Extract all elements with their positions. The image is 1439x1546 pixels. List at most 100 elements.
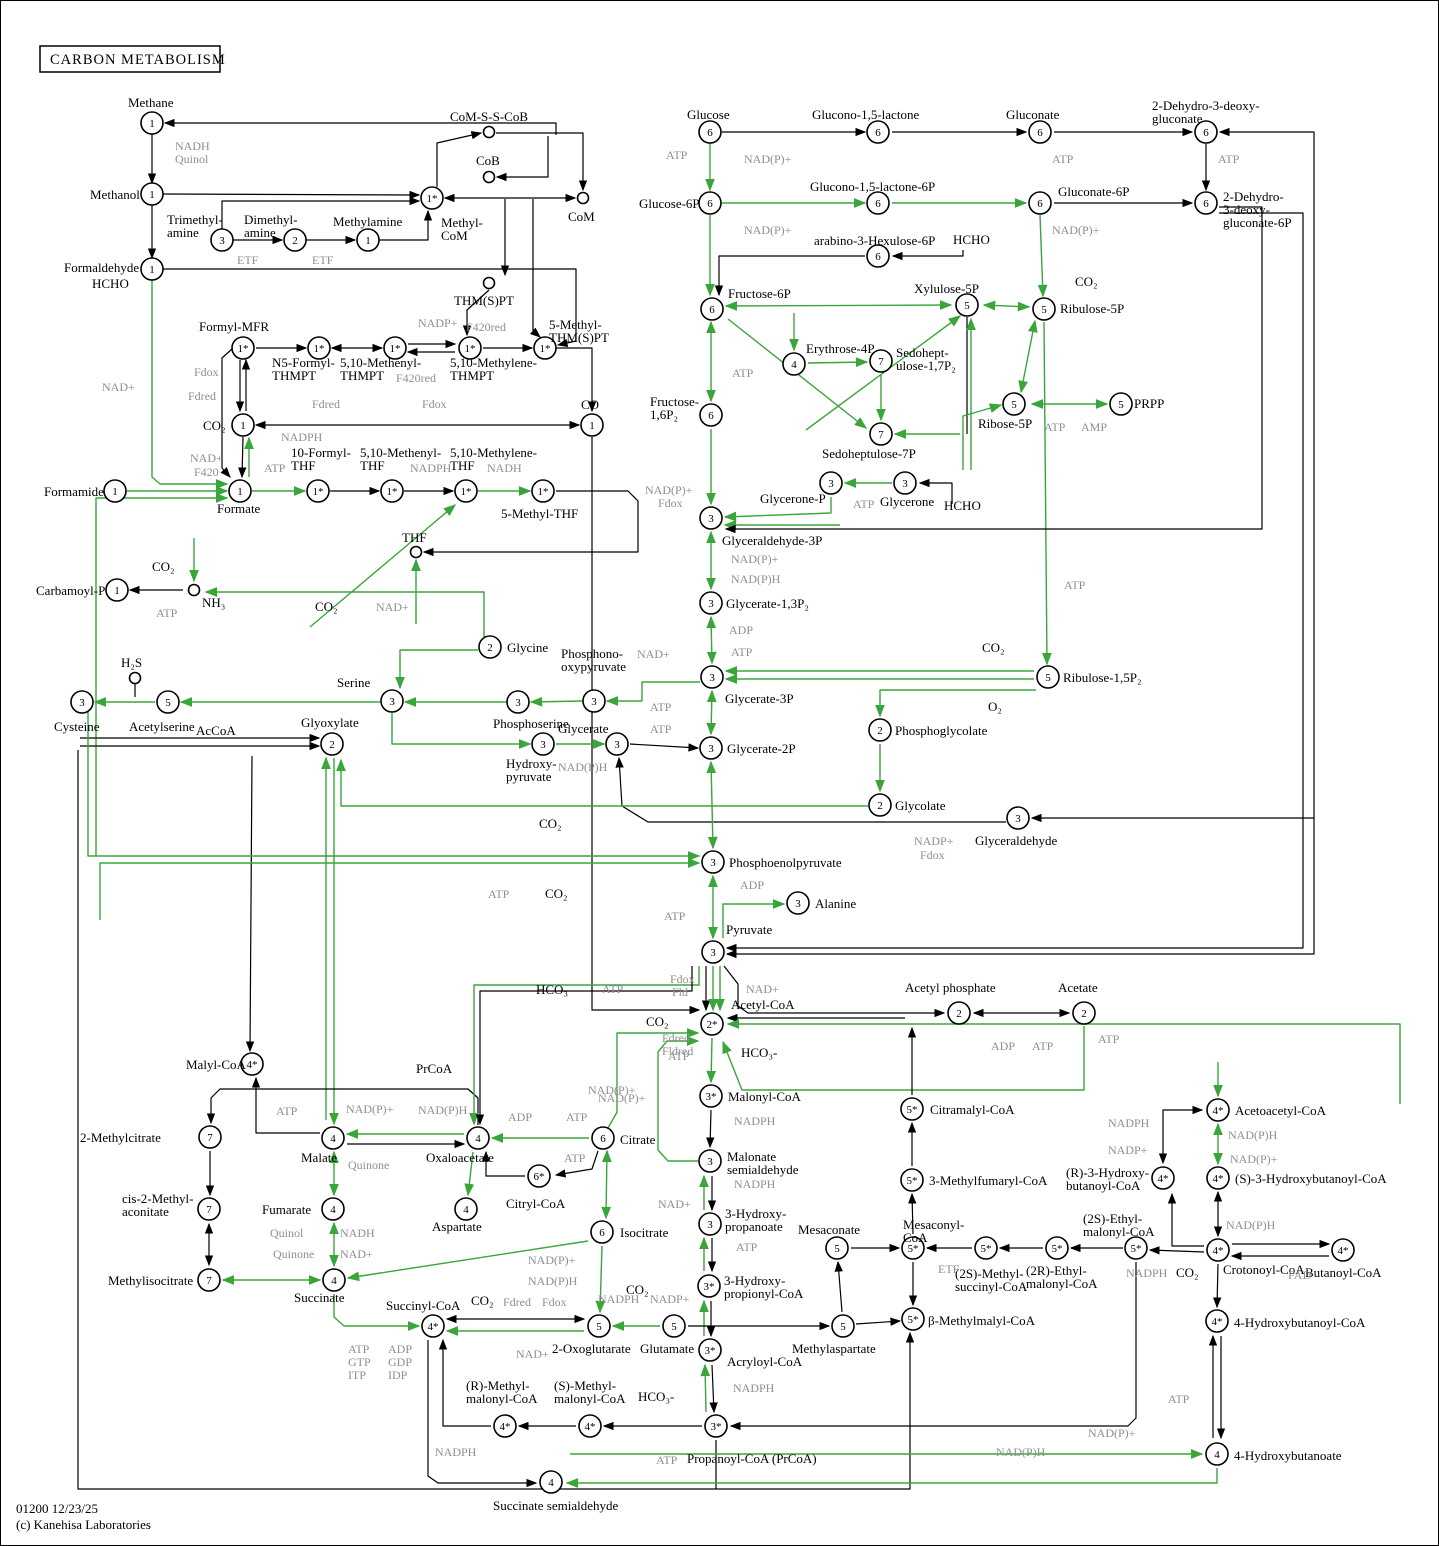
compound-circle-co[interactable] [580, 413, 604, 437]
compound-circle-glycerate-13p2[interactable] [699, 591, 723, 615]
compound-circle-xylulose-5p[interactable] [955, 293, 979, 317]
compound-circle-sedoheptulose-17p2[interactable] [869, 349, 893, 373]
carrier-circle-com[interactable] [576, 191, 590, 205]
node-phosphono-oxypyruvate[interactable]: 3 [582, 689, 606, 713]
compound-circle-acetoacetyl-coa[interactable] [1206, 1098, 1230, 1122]
node-gluconate-6p[interactable]: 6 [1028, 191, 1052, 215]
compound-circle-glycerate-3p[interactable] [700, 665, 724, 689]
compound-circle-methylaspartate[interactable] [831, 1314, 855, 1338]
compound-circle-s-3-hydroxybutanoyl-coa[interactable] [1206, 1166, 1230, 1190]
node-isocitrate[interactable]: 6 [590, 1220, 614, 1244]
node-alanine[interactable]: 3 [786, 891, 810, 915]
compound-circle-2-dehydro-3-deoxy-gluconate[interactable] [1194, 120, 1218, 144]
compound-circle-5-methyl-thmspt[interactable] [533, 336, 557, 360]
compound-circle-phosphoglycolate[interactable] [868, 718, 892, 742]
compound-circle-sedoheptulose-7p[interactable] [869, 422, 893, 446]
compound-circle-5-methyl-thf[interactable] [531, 479, 555, 503]
node-prpp[interactable]: 5 [1109, 392, 1133, 416]
compound-circle-2s-methylsuccinyl-coa[interactable] [974, 1236, 998, 1260]
node-oxaloacetate[interactable]: 4 [466, 1126, 490, 1150]
compound-circle-methylisocitrate[interactable] [197, 1268, 221, 1292]
node-h2s[interactable] [128, 671, 142, 685]
compound-circle-pep[interactable] [701, 850, 725, 874]
node-succinate[interactable]: 4 [322, 1268, 346, 1292]
compound-circle-pyruvate[interactable] [701, 940, 725, 964]
compound-circle-prpp[interactable] [1109, 392, 1133, 416]
compound-circle-3-methylfumaryl-coa[interactable] [900, 1168, 924, 1192]
node-malonate-semialdehyde[interactable]: 3 [698, 1149, 722, 1173]
compound-circle-2-methylcitrate[interactable] [198, 1125, 222, 1149]
compound-circle-glycerate[interactable] [605, 732, 629, 756]
compound-circle-methane[interactable] [140, 111, 164, 135]
compound-circle-r-3-hydroxybutanoyl-coa[interactable] [1151, 1166, 1175, 1190]
compound-circle-isocitrate[interactable] [590, 1220, 614, 1244]
compound-circle-succinate[interactable] [322, 1268, 346, 1292]
node-beta-methylmalyl-coa[interactable]: 5* [901, 1307, 925, 1331]
compound-circle-propanoyl-coa[interactable] [704, 1414, 728, 1438]
compound-circle-alanine[interactable] [786, 891, 810, 915]
node-com[interactable] [576, 191, 590, 205]
node-4-hydroxybutanoyl-coa[interactable]: 4* [1205, 1309, 1229, 1333]
node-gluconate[interactable]: 6 [1028, 120, 1052, 144]
compound-circle-methylene-thmpt[interactable] [458, 336, 482, 360]
compound-circle-acetyl-phosphate[interactable] [947, 1001, 971, 1025]
node-2s-ethylmalonyl-coa[interactable]: 5* [1124, 1236, 1148, 1260]
node-3-methylfumaryl-coa[interactable]: 5* [900, 1168, 924, 1192]
compound-circle-fructose-6p[interactable] [700, 297, 724, 321]
compound-circle-aspartate[interactable] [454, 1197, 478, 1221]
node-methenyl-thmpt[interactable]: 1* [383, 336, 407, 360]
compound-circle-n5-formyl-thmpt[interactable] [307, 336, 331, 360]
compound-circle-s-methylmalonyl-coa[interactable] [578, 1414, 602, 1438]
compound-circle-glyceraldehyde[interactable] [1006, 806, 1030, 830]
compound-circle-ribulose-15p2[interactable] [1036, 665, 1060, 689]
compound-circle-glycerone[interactable] [893, 471, 917, 495]
node-malyl-coa[interactable]: 4* [240, 1052, 264, 1076]
compound-circle-fructose-16p2[interactable] [699, 403, 723, 427]
compound-circle-ribose-5p[interactable] [1002, 392, 1026, 416]
node-r-methylmalonyl-coa[interactable]: 4* [493, 1414, 517, 1438]
node-glycerone[interactable]: 3 [893, 471, 917, 495]
node-glycerate-3p[interactable]: 3 [700, 665, 724, 689]
node-ribulose-15p2[interactable]: 5 [1036, 665, 1060, 689]
compound-circle-malonyl-coa[interactable] [699, 1084, 723, 1108]
carrier-circle-thf[interactable] [409, 545, 423, 559]
node-acetate[interactable]: 2 [1072, 1001, 1096, 1025]
compound-circle-cysteine[interactable] [70, 690, 94, 714]
compound-circle-mesaconyl-coa[interactable] [901, 1236, 925, 1260]
compound-circle-hydroxypyruvate[interactable] [531, 732, 555, 756]
node-acetyl-phosphate[interactable]: 2 [947, 1001, 971, 1025]
compound-circle-glucono-15-lactone[interactable] [866, 120, 890, 144]
node-mesaconate[interactable]: 5 [825, 1236, 849, 1260]
node-glutamate[interactable]: 5 [662, 1314, 686, 1338]
node-malonyl-coa[interactable]: 3* [699, 1084, 723, 1108]
compound-circle-formamide[interactable] [103, 479, 127, 503]
node-succinyl-coa[interactable]: 4* [421, 1314, 445, 1338]
node-4-hydroxybutanoate[interactable]: 4 [1205, 1442, 1229, 1466]
node-2r-ethylmalonyl-coa[interactable]: 5* [1045, 1236, 1069, 1260]
node-butanoyl-coa[interactable]: 4* [1331, 1238, 1355, 1262]
node-phosphoglycolate[interactable]: 2 [868, 718, 892, 742]
node-acetoacetyl-coa[interactable]: 4* [1206, 1098, 1230, 1122]
node-formate[interactable]: 1 [228, 479, 252, 503]
node-nh3[interactable] [187, 583, 201, 597]
node-methylaspartate[interactable]: 5 [831, 1314, 855, 1338]
node-methylisocitrate[interactable]: 7 [197, 1268, 221, 1292]
node-sedoheptulose-17p2[interactable]: 7 [869, 349, 893, 373]
compound-circle-2r-ethylmalonyl-coa[interactable] [1045, 1236, 1069, 1260]
node-fructose-16p2[interactable]: 6 [699, 403, 723, 427]
carrier-circle-h2s[interactable] [128, 671, 142, 685]
compound-circle-formate[interactable] [228, 479, 252, 503]
node-glyceraldehyde-3p[interactable]: 3 [699, 506, 723, 530]
node-glycine[interactable]: 2 [478, 635, 502, 659]
node-acetylserine[interactable]: 5 [156, 690, 180, 714]
node-pep[interactable]: 3 [701, 850, 725, 874]
node-glycerate-2p[interactable]: 3 [699, 736, 723, 760]
compound-circle-erythrose-4p[interactable] [782, 352, 806, 376]
compound-circle-phosphono-oxypyruvate[interactable] [582, 689, 606, 713]
compound-circle-methylamine[interactable] [356, 228, 380, 252]
node-carbamoyl-p[interactable]: 1 [105, 578, 129, 602]
compound-circle-fumarate[interactable] [321, 1197, 345, 1221]
node-glucono-15-lactone-6p[interactable]: 6 [866, 191, 890, 215]
compound-circle-phosphoserine[interactable] [506, 690, 530, 714]
node-cob[interactable] [482, 170, 496, 184]
